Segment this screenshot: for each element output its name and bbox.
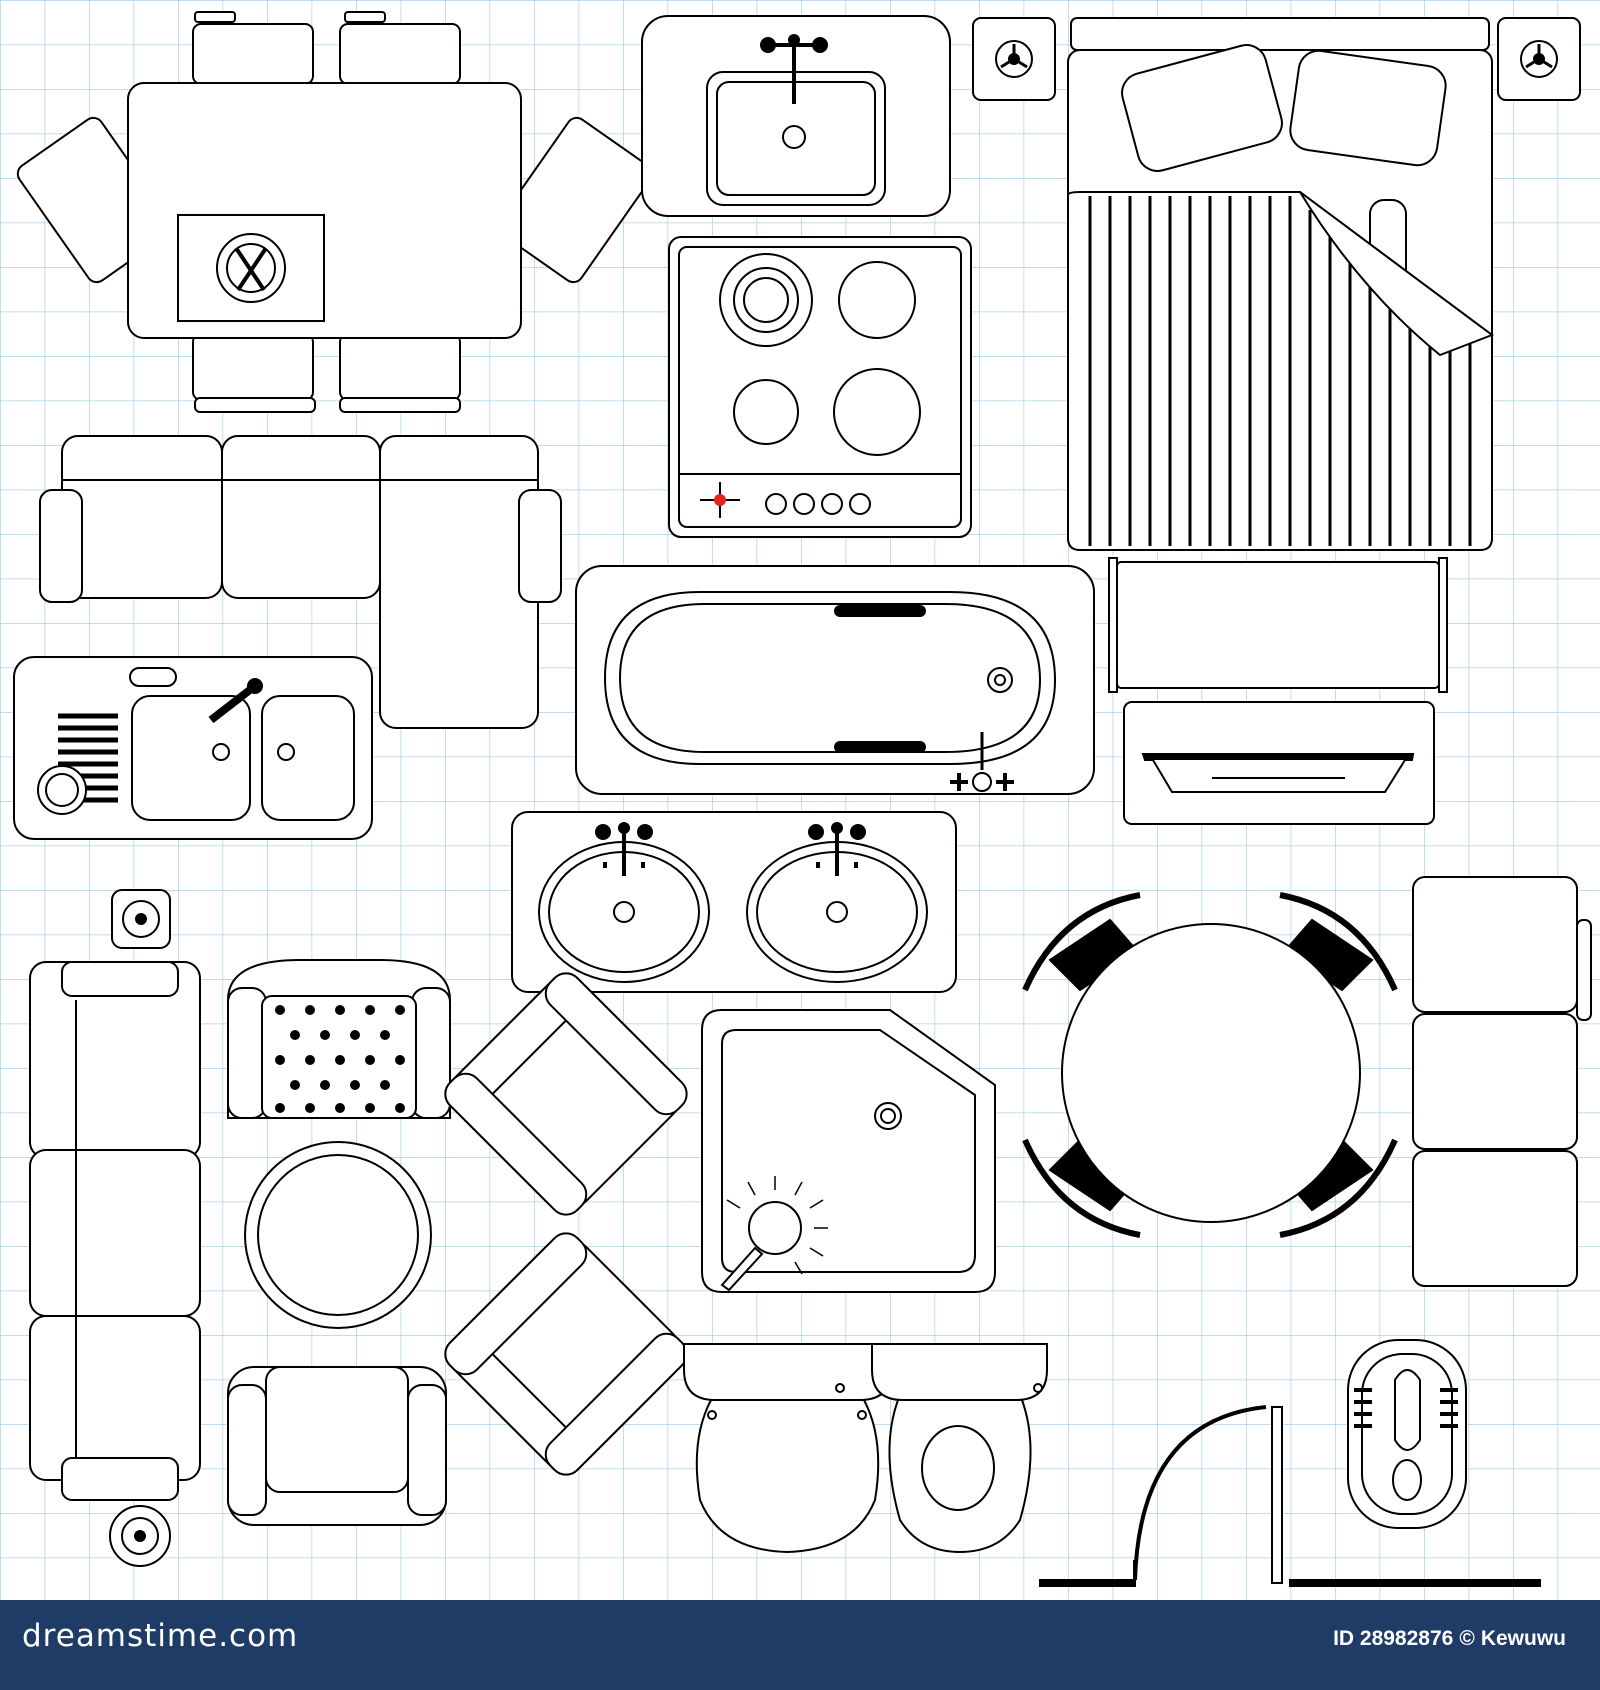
armchair-icon xyxy=(227,1366,447,1526)
armchair-icon xyxy=(444,1232,688,1476)
plant-icon xyxy=(111,889,171,949)
lounge-sofa-icon xyxy=(29,961,201,1501)
double-vanity-icon xyxy=(511,811,957,993)
cooktop-icon xyxy=(668,236,972,538)
armchair-icon xyxy=(444,972,688,1216)
watermark-footer: dreamstime.com ID 28982876©Kewuwu xyxy=(0,1600,1600,1690)
copyright-mark: © xyxy=(1459,1627,1475,1650)
three-seat-sofa-icon xyxy=(39,435,381,603)
squat-toilet-icon xyxy=(1347,1339,1467,1529)
toilet-icon xyxy=(683,1343,892,1554)
bench-icon xyxy=(1108,557,1448,693)
tufted-armchair-icon xyxy=(227,959,451,1119)
image-credit: ID 28982876©Kewuwu xyxy=(1327,1627,1566,1651)
round-side-table-icon xyxy=(244,1141,432,1329)
double-sink-icon xyxy=(13,656,373,840)
chaise-lounge-icon xyxy=(379,435,562,729)
round-dining-table-icon xyxy=(1022,892,1398,1238)
image-id: ID 28982876 xyxy=(1333,1627,1454,1650)
seat-cushions-icon xyxy=(1412,876,1592,1287)
bathtub-icon xyxy=(575,565,1095,795)
kitchen-sink-icon xyxy=(641,15,951,217)
corner-shower-icon xyxy=(701,1009,996,1293)
furniture-symbols-sheet xyxy=(0,0,1600,1600)
bidet-icon xyxy=(835,1343,1048,1554)
tv-cabinet-icon xyxy=(1123,701,1435,825)
dreamstime-logo[interactable]: dreamstime.com xyxy=(22,1618,299,1654)
double-bed-icon xyxy=(1067,17,1495,551)
floor-lamp-icon xyxy=(1497,17,1581,101)
floor-lamp-icon xyxy=(972,17,1056,101)
author-name[interactable]: Kewuwu xyxy=(1480,1627,1566,1650)
door-swing-icon xyxy=(1039,1405,1541,1587)
dining-table-icon xyxy=(16,11,654,413)
plant-icon xyxy=(109,1505,171,1567)
